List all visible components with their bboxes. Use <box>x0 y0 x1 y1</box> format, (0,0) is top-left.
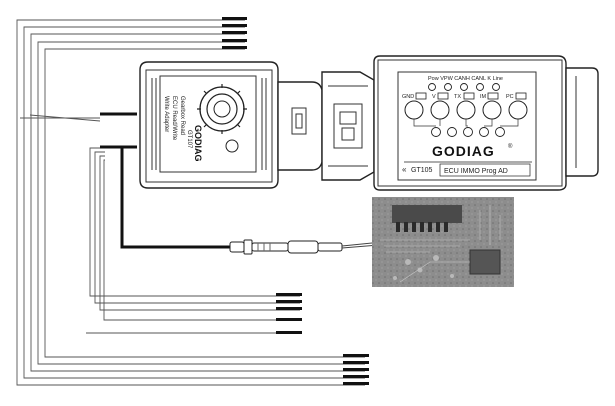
wire-top-4 <box>37 41 365 365</box>
black-cables <box>100 112 232 249</box>
gt107-adapter: GODIAG GT107 Gearbox Read ECU Read/Write… <box>139 61 279 189</box>
adapter-text-3: Write Adapter <box>163 96 169 132</box>
gt105-brand-mark: ® <box>508 143 513 150</box>
wire-mid-3 <box>99 155 300 311</box>
terminal-comb-bottom <box>343 354 369 385</box>
wire-mid-4 <box>103 159 300 321</box>
gt105-icon: « <box>402 165 407 174</box>
wire-harness <box>16 19 365 386</box>
terminal-comb-middle <box>276 293 302 334</box>
gt105-lower-leds <box>431 127 505 137</box>
probe <box>229 239 393 255</box>
adapter-text-1: Gearbox Read <box>179 96 185 135</box>
pin-label-gnd: GND <box>402 94 414 100</box>
gt105-top-leds <box>428 83 500 91</box>
gt105-right-plug <box>565 67 599 177</box>
adapter-knob <box>197 84 247 134</box>
black-cable-to-probe <box>120 147 232 249</box>
gt105-pin-labels: GND V TX IM PC <box>402 92 527 100</box>
pin-label-tx: TX <box>454 94 461 100</box>
gt105-unit: Pow VPW CANH CANL K Line GND V TX IM PC <box>373 55 599 191</box>
wire-mid-2 <box>94 151 300 304</box>
gt105-model: GT105 <box>411 167 433 174</box>
pin-label-v: V <box>432 94 436 100</box>
wire-left-2 <box>29 114 101 122</box>
gt105-brand: GODIAG <box>432 143 495 159</box>
obd-connector-right <box>321 71 375 181</box>
adapter-brand: GODIAG <box>193 125 203 162</box>
gt105-top-labels: Pow VPW CANH CANL K Line <box>428 76 503 82</box>
wire-top-2 <box>23 26 365 379</box>
ecu-board-photo <box>372 197 514 287</box>
gt105-subtitle: ECU IMMO Prog AD <box>444 168 508 175</box>
wire-top-5 <box>44 48 365 358</box>
adapter-text-2: ECU Read/Write <box>171 96 177 141</box>
pin-label-pc: PC <box>506 94 514 100</box>
wire-top-1 <box>16 19 365 386</box>
terminal-combs <box>222 17 369 385</box>
wire-top-3 <box>30 33 365 372</box>
adapter-model: GT107 <box>186 130 192 149</box>
wire-mid-1 <box>89 147 300 297</box>
adapter-led <box>225 139 239 153</box>
obd-connector-left <box>277 81 323 171</box>
pin-label-im: IM <box>480 94 487 100</box>
terminal-comb-top <box>222 17 247 49</box>
